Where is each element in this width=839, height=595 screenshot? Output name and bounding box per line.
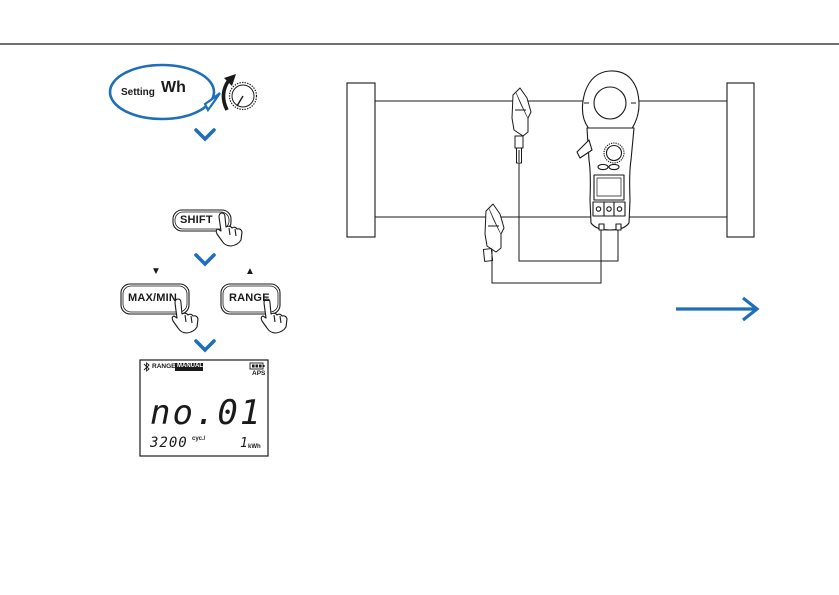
range-indicator: ▲ [245, 266, 255, 277]
lcd-aps-label: APS [252, 370, 265, 377]
down-chevron-icon-1 [196, 130, 214, 139]
clamp-meter [577, 71, 639, 230]
lcd-main-reading: no.01 [150, 396, 262, 430]
lcd-sub-unit: cyc./ [192, 436, 205, 442]
lcd-range-label: RANGE [152, 363, 175, 370]
next-arrow-icon [676, 298, 757, 320]
rotary-dial-icon [230, 83, 257, 110]
wh-label: Wh [161, 79, 186, 97]
down-chevron-icon-3 [196, 341, 214, 350]
bus-bar-right [727, 83, 754, 237]
lcd-sub-unit-right: kWh [248, 444, 261, 450]
lcd-sub-reading: 3200 [150, 436, 188, 450]
shift-key-label: SHIFT [180, 214, 213, 226]
test-lead-2 [492, 230, 601, 283]
maxmin-indicator: ▼ [151, 266, 161, 277]
bus-bar-left [347, 83, 375, 237]
lcd-sub-value-right: 1 [240, 437, 248, 450]
range-key-label: RANGE [229, 292, 270, 304]
lcd-manual-label: MANUAL [177, 363, 203, 369]
alligator-clip-icon-2 [483, 204, 504, 264]
down-chevron-icon-2 [196, 255, 214, 264]
setting-label: Setting [121, 87, 155, 98]
maxmin-key-label: MAX/MIN [128, 292, 177, 304]
alligator-clip-icon-1 [512, 88, 531, 163]
